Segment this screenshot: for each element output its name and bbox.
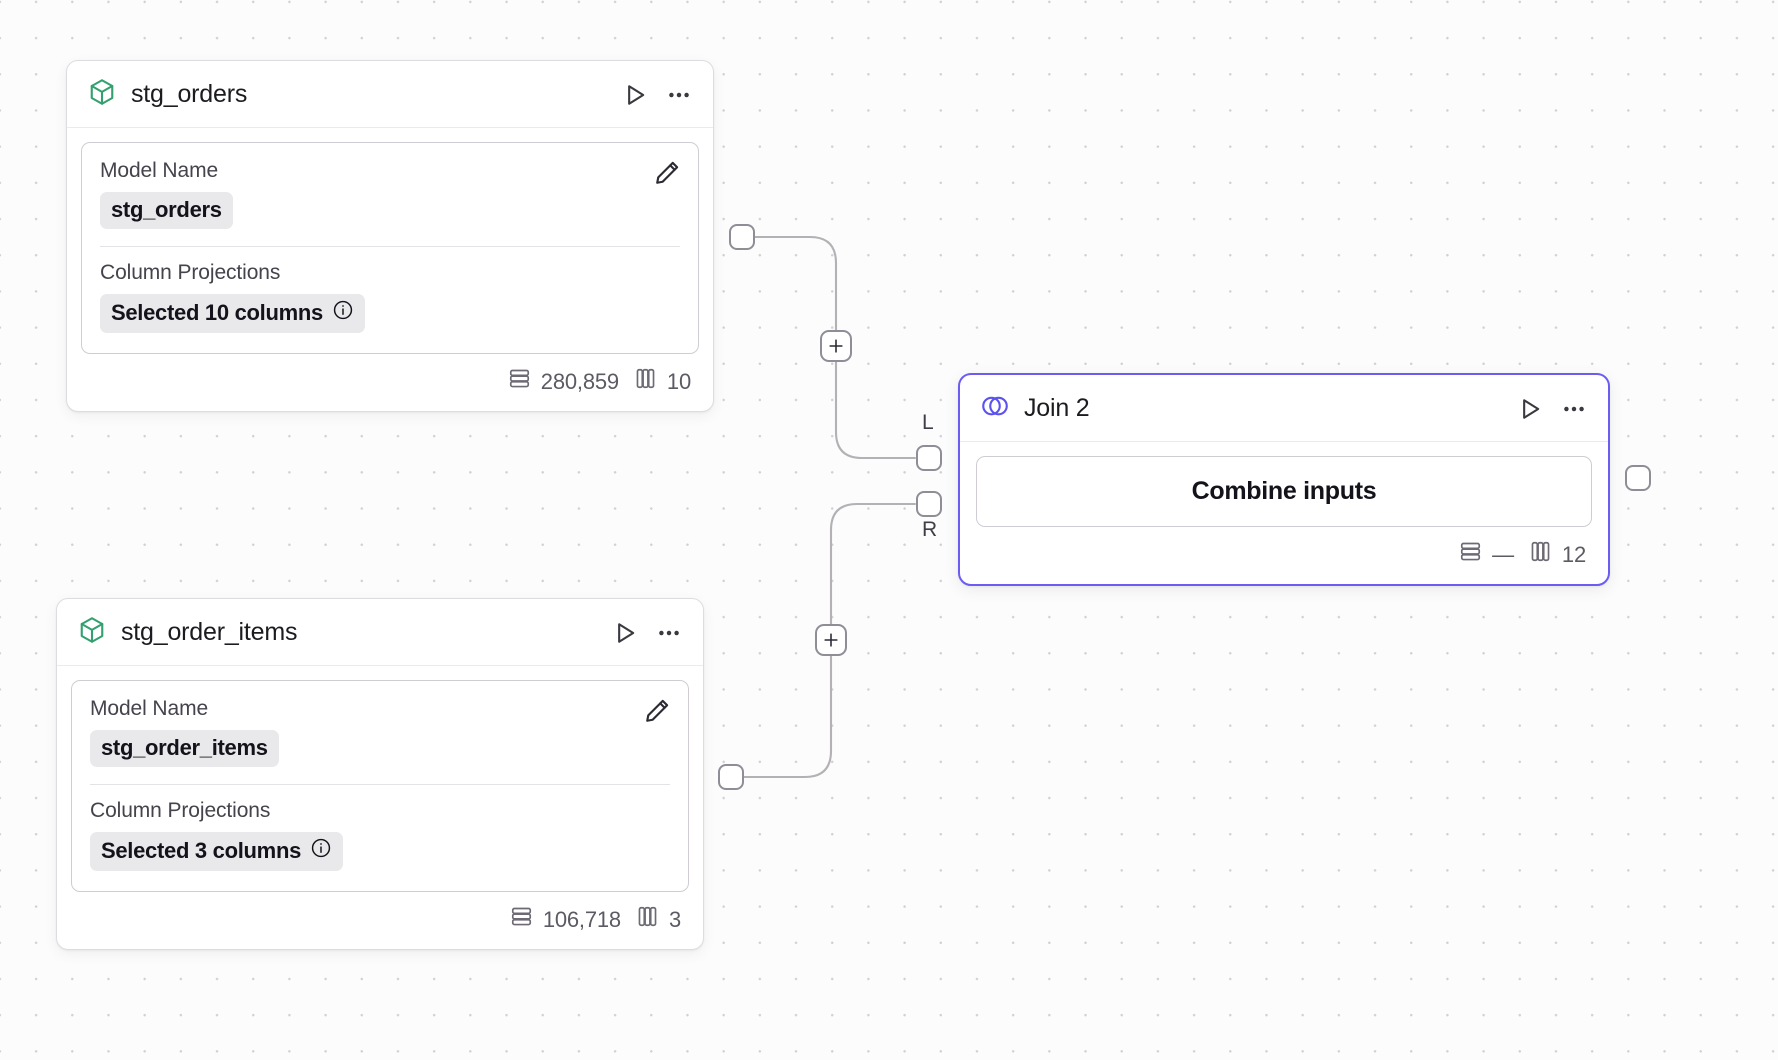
- node-header-actions: [611, 619, 683, 647]
- model-name-label: Model Name: [100, 159, 219, 182]
- input-port-join-right[interactable]: [916, 491, 942, 517]
- node-title: Join 2: [1024, 394, 1090, 422]
- node-body: Model Name stg_orders Column Projections…: [67, 128, 713, 354]
- columns-stat: 3: [635, 904, 681, 935]
- input-port-left-label: L: [922, 411, 934, 434]
- node-header-actions: [621, 81, 693, 109]
- columns-count: 10: [666, 368, 691, 394]
- node-stg-orders[interactable]: stg_orders: [66, 60, 714, 412]
- rows-icon: [509, 904, 534, 935]
- more-options-icon[interactable]: [655, 619, 683, 647]
- pencil-icon[interactable]: [642, 696, 672, 731]
- rows-count: 280,859: [540, 368, 619, 394]
- columns-icon: [635, 904, 660, 935]
- rows-count: —: [1492, 541, 1514, 567]
- combine-inputs-button[interactable]: Combine inputs: [976, 456, 1592, 527]
- column-projections-text: Selected 10 columns: [111, 300, 323, 325]
- rows-count: 106,718: [542, 906, 621, 932]
- model-name-label: Model Name: [90, 697, 209, 720]
- model-name-value[interactable]: stg_order_items: [90, 730, 279, 767]
- node-header: Join 2: [960, 375, 1608, 442]
- node-stats: 280,859 10: [67, 354, 713, 411]
- rows-stat: —: [1458, 539, 1514, 570]
- node-title: stg_orders: [131, 80, 248, 108]
- node-stg-order-items[interactable]: stg_order_items: [56, 598, 704, 950]
- node-stats: — 12: [960, 527, 1608, 584]
- column-projections-label: Column Projections: [100, 261, 281, 284]
- columns-icon: [633, 366, 658, 397]
- columns-stat: 10: [633, 366, 691, 397]
- model-name-value[interactable]: stg_orders: [100, 192, 233, 229]
- column-projections-value[interactable]: Selected 3 columns: [90, 832, 344, 871]
- node-header: stg_orders: [67, 61, 713, 128]
- output-port-join-2[interactable]: [1625, 465, 1651, 491]
- output-port-stg-orders[interactable]: [729, 224, 755, 250]
- run-icon[interactable]: [621, 81, 649, 109]
- node-join-2[interactable]: Join 2 Combine inputs: [958, 373, 1610, 586]
- run-icon[interactable]: [1516, 395, 1544, 423]
- column-projections-label: Column Projections: [90, 799, 271, 822]
- rows-icon: [1458, 539, 1483, 570]
- columns-count: 12: [1561, 541, 1586, 567]
- rows-stat: 280,859: [507, 366, 619, 397]
- node-stats: 106,718 3: [57, 892, 703, 949]
- columns-count: 3: [668, 906, 681, 932]
- input-port-join-left[interactable]: [916, 445, 942, 471]
- add-node-on-edge-button-right[interactable]: [815, 624, 847, 656]
- add-node-on-edge-button-left[interactable]: [820, 330, 852, 362]
- column-projections-value[interactable]: Selected 10 columns: [100, 294, 365, 333]
- column-projections-text: Selected 3 columns: [101, 838, 302, 863]
- info-icon[interactable]: [332, 299, 354, 327]
- input-port-right-label: R: [922, 518, 938, 541]
- join-body: Combine inputs: [960, 442, 1608, 527]
- node-header: stg_order_items: [57, 599, 703, 666]
- model-config-panel: Model Name stg_order_items Column Projec…: [71, 680, 689, 892]
- model-config-panel: Model Name stg_orders Column Projections…: [81, 142, 699, 354]
- columns-stat: 12: [1528, 539, 1586, 570]
- model-name-text: stg_orders: [111, 197, 222, 222]
- venn-icon: [980, 391, 1010, 426]
- panel-divider: [90, 784, 670, 785]
- more-options-icon[interactable]: [665, 81, 693, 109]
- columns-icon: [1528, 539, 1553, 570]
- run-icon[interactable]: [611, 619, 639, 647]
- panel-divider: [100, 246, 680, 247]
- pencil-icon[interactable]: [652, 158, 682, 193]
- node-title: stg_order_items: [121, 618, 298, 646]
- node-header-actions: [1516, 395, 1588, 423]
- rows-icon: [507, 366, 532, 397]
- more-options-icon[interactable]: [1560, 395, 1588, 423]
- rows-stat: 106,718: [509, 904, 621, 935]
- cube-icon: [77, 615, 107, 650]
- output-port-stg-order-items[interactable]: [718, 764, 744, 790]
- model-name-text: stg_order_items: [101, 735, 268, 760]
- cube-icon: [87, 77, 117, 112]
- info-icon[interactable]: [310, 837, 332, 865]
- node-body: Model Name stg_order_items Column Projec…: [57, 666, 703, 892]
